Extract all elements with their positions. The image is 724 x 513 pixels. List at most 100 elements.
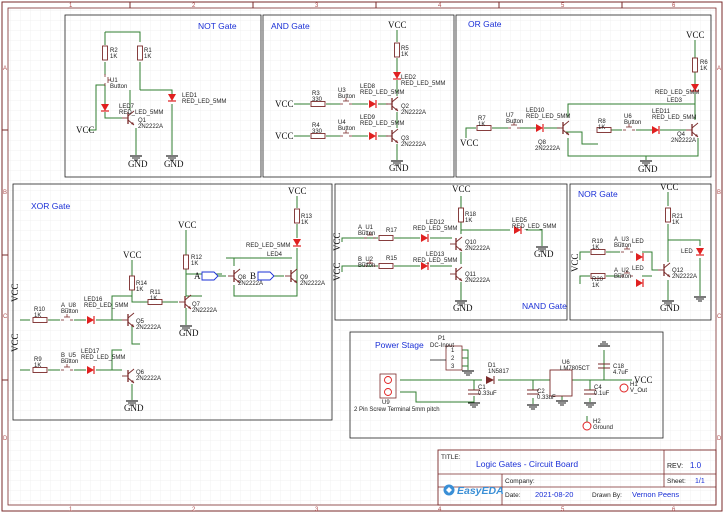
r20-ref: R20 [592, 277, 604, 283]
led11-ref: LED11 [652, 109, 671, 115]
r4-ref: R4 [312, 123, 320, 129]
xor-gnd-label-1: GND [179, 328, 199, 338]
led16-ref: LED16 [84, 297, 103, 303]
and-gate-title: AND Gate [271, 21, 310, 31]
q7-value: 2N2222A [192, 308, 217, 314]
r12-ref: R12 [191, 255, 203, 261]
col-label-2-bottom: 2 [192, 507, 196, 513]
r19-ref: R19 [592, 239, 604, 245]
or-gnd-label: GND [638, 164, 658, 174]
led12-ref: LED12 [426, 220, 445, 226]
easyeda-logo-text: EasyEDA [457, 485, 504, 497]
col-label-3-bottom: 3 [315, 507, 319, 513]
sheet-value: 1/1 [695, 478, 705, 485]
nor-led-ref: LED [681, 249, 693, 255]
title-label: TITLE: [441, 454, 461, 461]
led5-value: RED_LED_5MM [512, 224, 556, 230]
row-label-d: D [3, 436, 8, 442]
not-gate-block: NOT Gate R2 1K R1 1K U1 Button LED7 RED_… [64, 14, 262, 178]
led13-value: RED_LED_5MM [413, 258, 457, 264]
q12-value: 2N2222A [672, 274, 697, 280]
p1-value: DC-Input [430, 343, 454, 349]
and-vcc-a-label: VCC [275, 99, 294, 109]
row-label-a: A [3, 66, 7, 72]
nand-u1-ref: A_U1 [358, 225, 374, 231]
r3-value: 330 [312, 97, 323, 103]
q8x-value: 2N2222A [238, 281, 263, 287]
and-vcc-label: VCC [388, 20, 407, 30]
col-label-4-bottom: 4 [438, 507, 442, 513]
col-label-2: 2 [192, 3, 196, 9]
company-label: Company: [505, 478, 535, 485]
nand-gnd-label-2: GND [453, 303, 473, 313]
power-vcc-label: VCC [634, 375, 653, 385]
q4-value: 2N2222A [671, 138, 696, 144]
r12-value: 1K [191, 261, 198, 267]
d1-value: 1N5817 [488, 369, 510, 375]
q3-ref: Q3 [401, 136, 410, 142]
c4-ref: C4 [594, 385, 602, 391]
led7-ref: LED7 [119, 104, 135, 110]
h2-ref: H2 [593, 419, 601, 425]
power-stage-block: Power Stage [349, 331, 664, 439]
nand-u2-ref: B_U2 [358, 257, 374, 263]
col-label-6: 6 [672, 3, 676, 9]
r7-value: 1K [478, 122, 485, 128]
xor-vcc-label-2: VCC [178, 220, 197, 230]
c2-value: 0.33uF [537, 395, 556, 401]
q10-ref: Q10 [465, 240, 477, 246]
q2-ref: Q2 [401, 104, 410, 110]
p1-pin-3: 3 [451, 364, 455, 370]
col-label-1: 1 [69, 3, 73, 9]
c18-ref: C18 [613, 364, 625, 370]
border-column-labels: 1 2 3 4 5 6 1 2 3 4 5 6 A B C D A B C D [3, 3, 722, 513]
xor-vcc-a-label: VCC [10, 283, 20, 302]
r19-value: 1K [592, 245, 599, 251]
r9-ref: R9 [34, 357, 42, 363]
q3-value: 2N2222A [401, 142, 426, 148]
q11-value: 2N2222A [465, 278, 490, 284]
h2-value: Ground [593, 425, 613, 431]
r18-value: 1K [465, 218, 472, 224]
xor-vcc-label-1: VCC [288, 186, 307, 196]
led1-ref: LED1 [182, 93, 198, 99]
or-vcc-in-label: VCC [460, 138, 479, 148]
led2-ref: LED2 [401, 75, 417, 81]
nor-led-a-ref: LED [632, 239, 644, 245]
nor-gnd-label: GND [660, 303, 680, 313]
led9-value: RED_LED_5MM [360, 121, 404, 127]
u9-value: 2 Pin Screw Terminal 5mm pitch [354, 407, 440, 413]
led12-value: RED_LED_5MM [413, 226, 457, 232]
not-vcc-label: VCC [76, 125, 95, 135]
drawn-by-value: Vernon Peens [632, 490, 679, 499]
u8-ref: A_U8 [61, 303, 77, 309]
nor-led-b-ref: LED [632, 266, 644, 272]
and-gnd-label: GND [389, 163, 409, 173]
xor-net-b: B [250, 271, 256, 281]
led3-value: RED_LED_5MM [655, 90, 699, 96]
r14-value: 1K [136, 287, 143, 293]
u4-value: Button [338, 126, 355, 132]
u6-value: Button [624, 120, 641, 126]
r9-value: 1K [34, 363, 41, 369]
q10-value: 2N2222A [465, 246, 490, 252]
not-gate-title: NOT Gate [198, 21, 237, 31]
or-vcc-label: VCC [686, 30, 705, 40]
r3-ref: R3 [312, 91, 320, 97]
r10-value: 1K [34, 313, 41, 319]
d1-ref: D1 [488, 363, 496, 369]
or-gate-title: OR Gate [468, 19, 502, 29]
rev-label: REV: [667, 463, 683, 470]
nor-gate-block: NOR Gate VCC R21 1K LED R19 1K [569, 182, 712, 321]
led17-value: RED_LED_5MM [81, 355, 125, 361]
nor-u2-ref: A_U2 [614, 268, 630, 274]
and-vcc-b-label: VCC [275, 131, 294, 141]
r6-ref: R6 [700, 60, 708, 66]
r14-ref: R14 [136, 281, 148, 287]
led10-ref: LED10 [526, 108, 545, 114]
r10-ref: R10 [34, 307, 46, 313]
led4-value: RED_LED_5MM [246, 243, 290, 249]
rev-value: 1.0 [690, 461, 702, 470]
led1-value: RED_LED_5MM [182, 99, 226, 105]
led10-value: RED_LED_5MM [526, 114, 570, 120]
